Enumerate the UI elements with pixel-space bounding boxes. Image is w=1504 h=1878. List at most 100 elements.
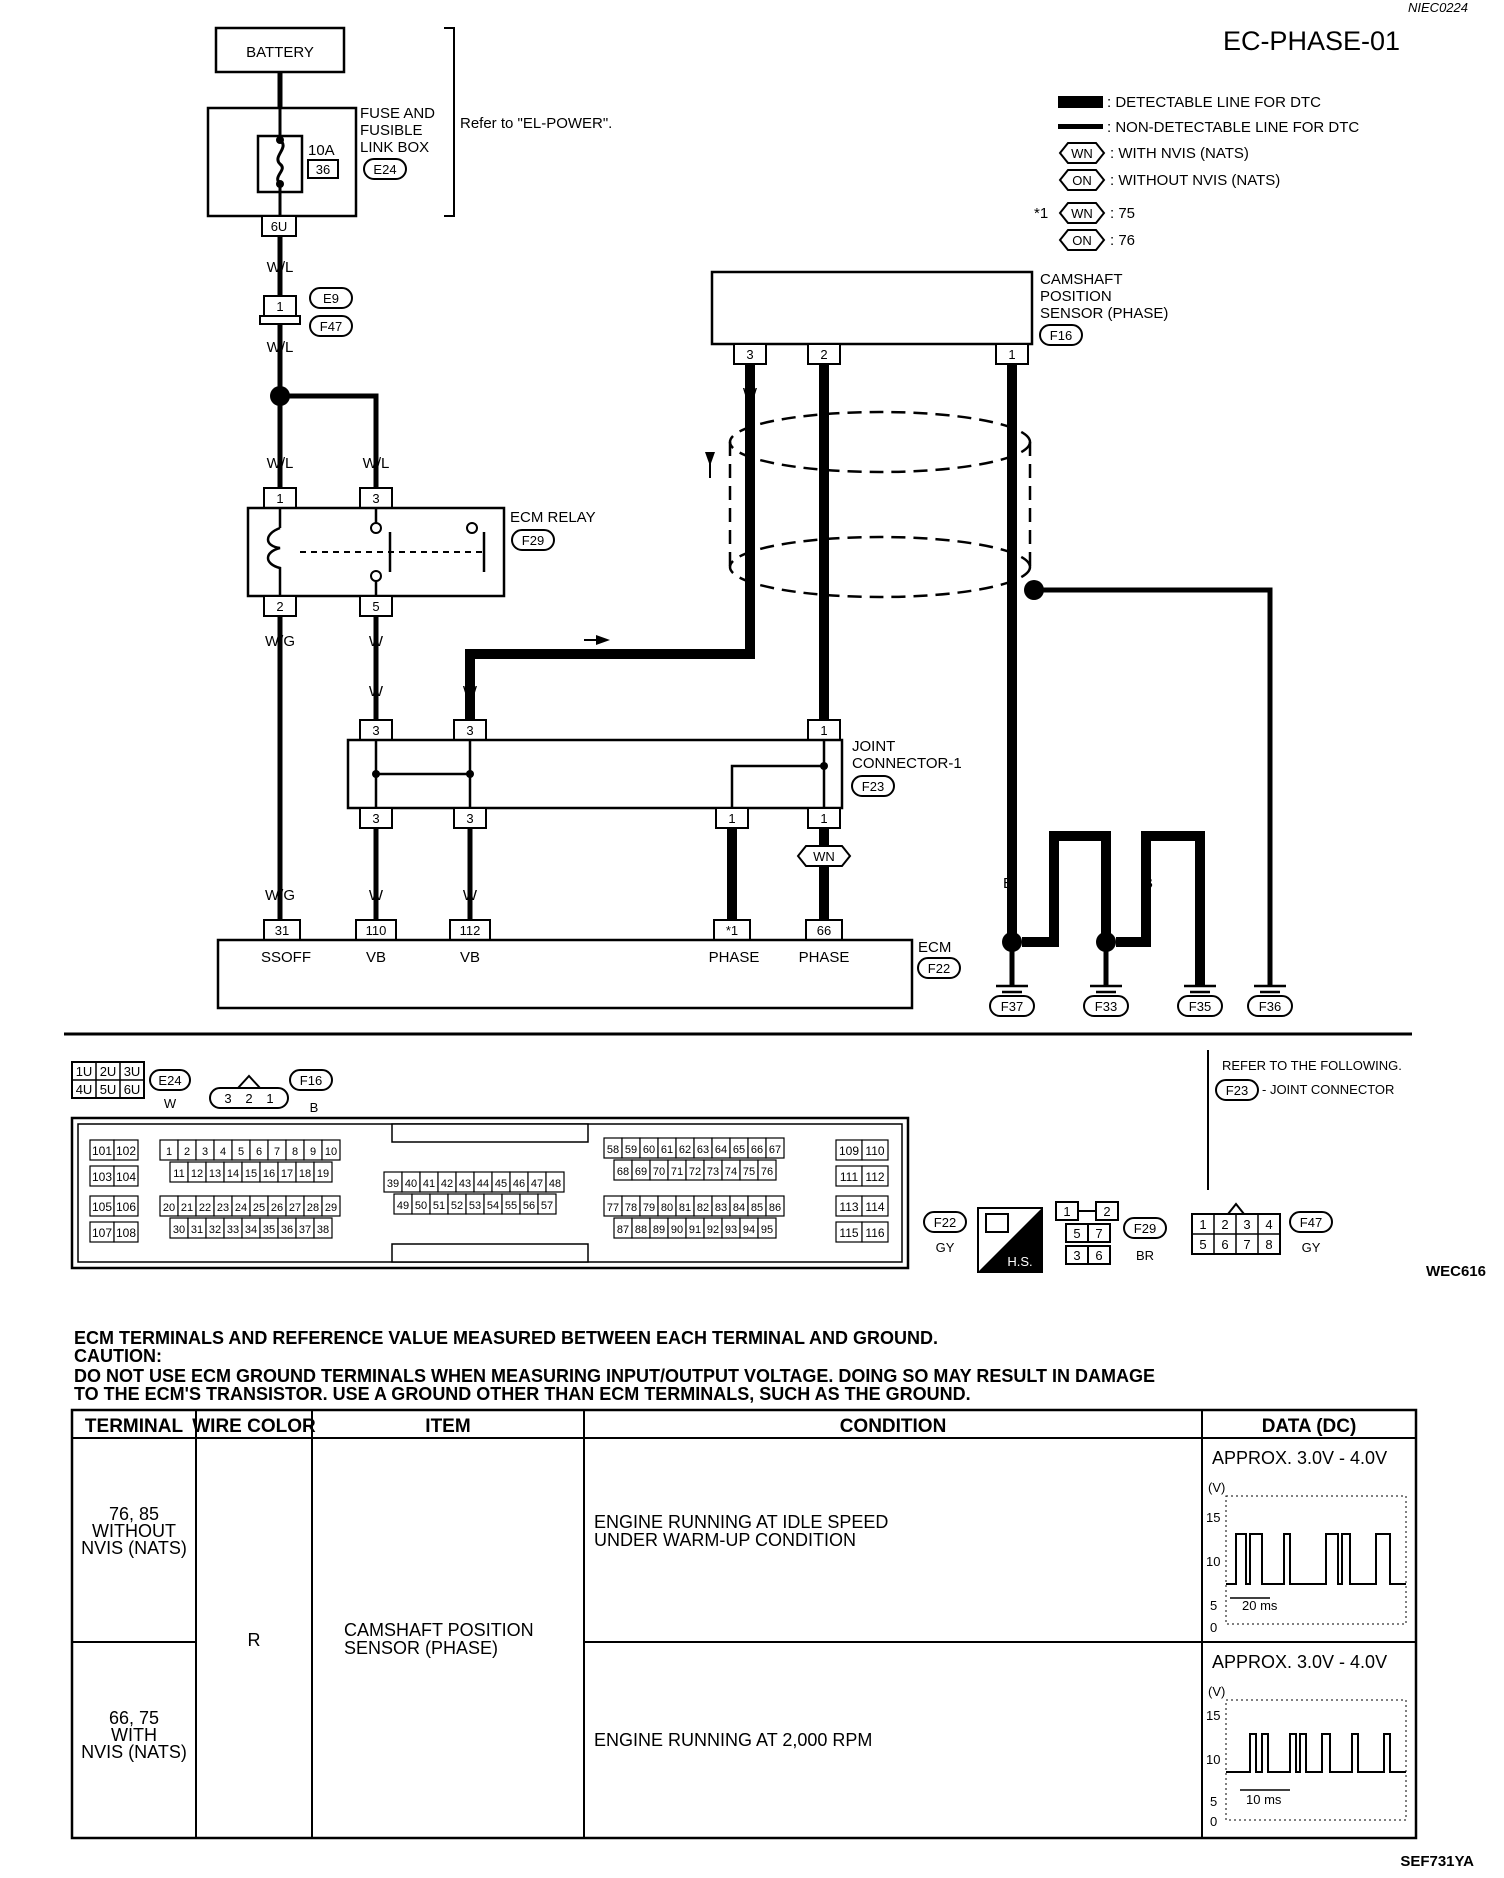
ecm-face-pin-number: 74 [725, 1166, 737, 1178]
connector-f29: F29 [522, 533, 544, 548]
ecm-face-pin-number: 75 [743, 1166, 755, 1178]
wire-r-2: R [819, 683, 830, 700]
joint-pin-1b: 1 [728, 811, 735, 826]
waveform-idle: (V) 15 10 5 0 20 ms [1206, 1480, 1407, 1635]
view-f29: F29 [1134, 1221, 1156, 1236]
ecm-face-pin-number: 56 [523, 1200, 535, 1212]
joint-label-1: JOINT [852, 738, 895, 755]
row2-terminal-3: NVIS (NATS) [81, 1742, 187, 1762]
relay-pin-3: 3 [372, 491, 379, 506]
row1-condition-2: UNDER WARM-UP CONDITION [594, 1530, 856, 1550]
ecm-face-pin-number: 109 [839, 1144, 859, 1158]
e24-pin-6u: 6U [124, 1082, 141, 1097]
ecm-face-pin-number: 20 [163, 1202, 175, 1214]
col-wire-color: WIRE COLOR [192, 1416, 316, 1437]
row2-data: APPROX. 3.0V - 4.0V [1212, 1652, 1387, 1672]
wave1-unit: (V) [1208, 1480, 1225, 1495]
ecm-face-pin-number: 41 [423, 1178, 435, 1190]
ecm-face-pin-number: 102 [116, 1144, 136, 1158]
ecm-face-pin-number: 94 [743, 1224, 755, 1236]
ground-f35: F35 [1189, 999, 1211, 1014]
ecm-face-pin-cell [765, 1137, 785, 1159]
ecm-face-pin-cell [113, 1165, 139, 1187]
wave2-tick-10: 10 [1206, 1752, 1220, 1767]
ecm-pin-31: 31 [275, 923, 289, 938]
ecm-face-pin-number: 4 [220, 1146, 226, 1158]
ecm-face-pin-number: 71 [671, 1166, 683, 1178]
ecm-label: ECM [918, 939, 951, 956]
legend-star1: *1 [1034, 205, 1048, 222]
view-f22: F22 [934, 1215, 956, 1230]
ecm-face-pin-number: 46 [513, 1178, 525, 1190]
f47-pin-7: 7 [1243, 1237, 1250, 1252]
joint-pin-3b: 3 [466, 723, 473, 738]
row1-data: APPROX. 3.0V - 4.0V [1212, 1448, 1387, 1468]
ecm-face-pin-number: 83 [715, 1202, 727, 1214]
ecm-face-pin-number: 40 [405, 1178, 417, 1190]
shield [584, 410, 1273, 986]
fuse-box-label-2: FUSIBLE [360, 122, 423, 139]
hs-label: H.S. [1007, 1254, 1032, 1269]
figure-code-sef: SEF731YA [1400, 1853, 1474, 1870]
ecm-face-pin-number: 2 [184, 1146, 190, 1158]
ecm-face-pin-cell [313, 1161, 333, 1183]
ecm-face-pin-number: 104 [116, 1170, 136, 1184]
ecm-face-pin-number: 105 [92, 1200, 112, 1214]
ecm-face-pin-number: 9 [310, 1146, 316, 1158]
ecm-face-pin-number: 39 [387, 1178, 399, 1190]
sensor-pin-3: 3 [746, 347, 753, 362]
ecm-face-pin-number: 7 [274, 1146, 280, 1158]
connector-f47: F47 [320, 319, 342, 334]
wire-w-1: W [369, 633, 384, 650]
e24-pin-1u: 1U [76, 1064, 93, 1079]
ecm-face-pin-number: 23 [217, 1202, 229, 1214]
ecm-face-pin-number: 6 [256, 1146, 262, 1158]
ecm-face-pin-cell [545, 1171, 565, 1193]
refer-bracket [444, 27, 455, 217]
figure-code-wec: WEC616 [1426, 1263, 1486, 1280]
view-e24: E24 [158, 1073, 181, 1088]
camshaft-label-2: POSITION [1040, 288, 1112, 305]
ecm-face-pin-number: 12 [191, 1168, 203, 1180]
ecm-face-pin-number: 36 [281, 1224, 293, 1236]
wn-badge-icon [1058, 202, 1106, 224]
ecm-pin-112: 112 [460, 923, 481, 938]
ecm-face-pin-cell [321, 1195, 341, 1217]
joint-label-2: CONNECTOR-1 [852, 755, 962, 772]
ecm-face-pin-number: 55 [505, 1200, 517, 1212]
fuse-box-label-1: FUSE AND [360, 105, 435, 122]
legend-wn-text: : WITH NVIS (NATS) [1110, 145, 1249, 162]
relay-pin-1: 1 [276, 491, 283, 506]
fuse-amp: 10A [308, 142, 335, 159]
ecm-face-pin-cell [861, 1221, 889, 1243]
camshaft-sensor: CAMSHAFT POSITION SENSOR (PHASE) F16 3 2… [710, 270, 1168, 365]
joint-connector: 3 3 1 3 3 1 1 JOINT CONNECTOR-1 F23 [346, 719, 962, 829]
row2-terminal-1: 66, 75 [109, 1708, 159, 1728]
ecm-face-pin-cell [113, 1195, 139, 1217]
connector-f16: F16 [1050, 328, 1072, 343]
refer-following-text: REFER TO THE FOLLOWING. [1222, 1058, 1402, 1073]
wire-wl-4: W/L [363, 455, 390, 472]
ecm-face-pin-number: 79 [643, 1202, 655, 1214]
e24-pin-5u: 5U [100, 1082, 117, 1097]
view-f16: F16 [300, 1073, 322, 1088]
ecm-face-pin-number: 59 [625, 1144, 637, 1156]
ecm-face-pin-number: 70 [653, 1166, 665, 1178]
f29-pin-2: 2 [1103, 1204, 1110, 1219]
ecm-face-pin-number: 31 [191, 1224, 203, 1236]
notes: ECM TERMINALS AND REFERENCE VALUE MEASUR… [74, 1328, 1155, 1404]
up-arrow-icon [705, 452, 715, 466]
wire-b-3: B [1101, 875, 1111, 892]
legend-on-text: : WITHOUT NVIS (NATS) [1110, 172, 1280, 189]
ecm-face-pin-number: 25 [253, 1202, 265, 1214]
pin-e9-1: 1 [276, 299, 283, 314]
ecm-face-pin-number: 78 [625, 1202, 637, 1214]
ecm-vb-2: VB [460, 949, 480, 966]
wire-r-4: R [819, 885, 830, 902]
ecm-face-pin-number: 49 [397, 1200, 409, 1212]
ecm-face-pin-number: 89 [653, 1224, 665, 1236]
f47-pin-3: 3 [1243, 1217, 1250, 1232]
legend: : DETECTABLE LINE FOR DTC : NON-DETECTAB… [1034, 94, 1359, 251]
joint-connector-text: - JOINT CONNECTOR [1262, 1082, 1394, 1097]
